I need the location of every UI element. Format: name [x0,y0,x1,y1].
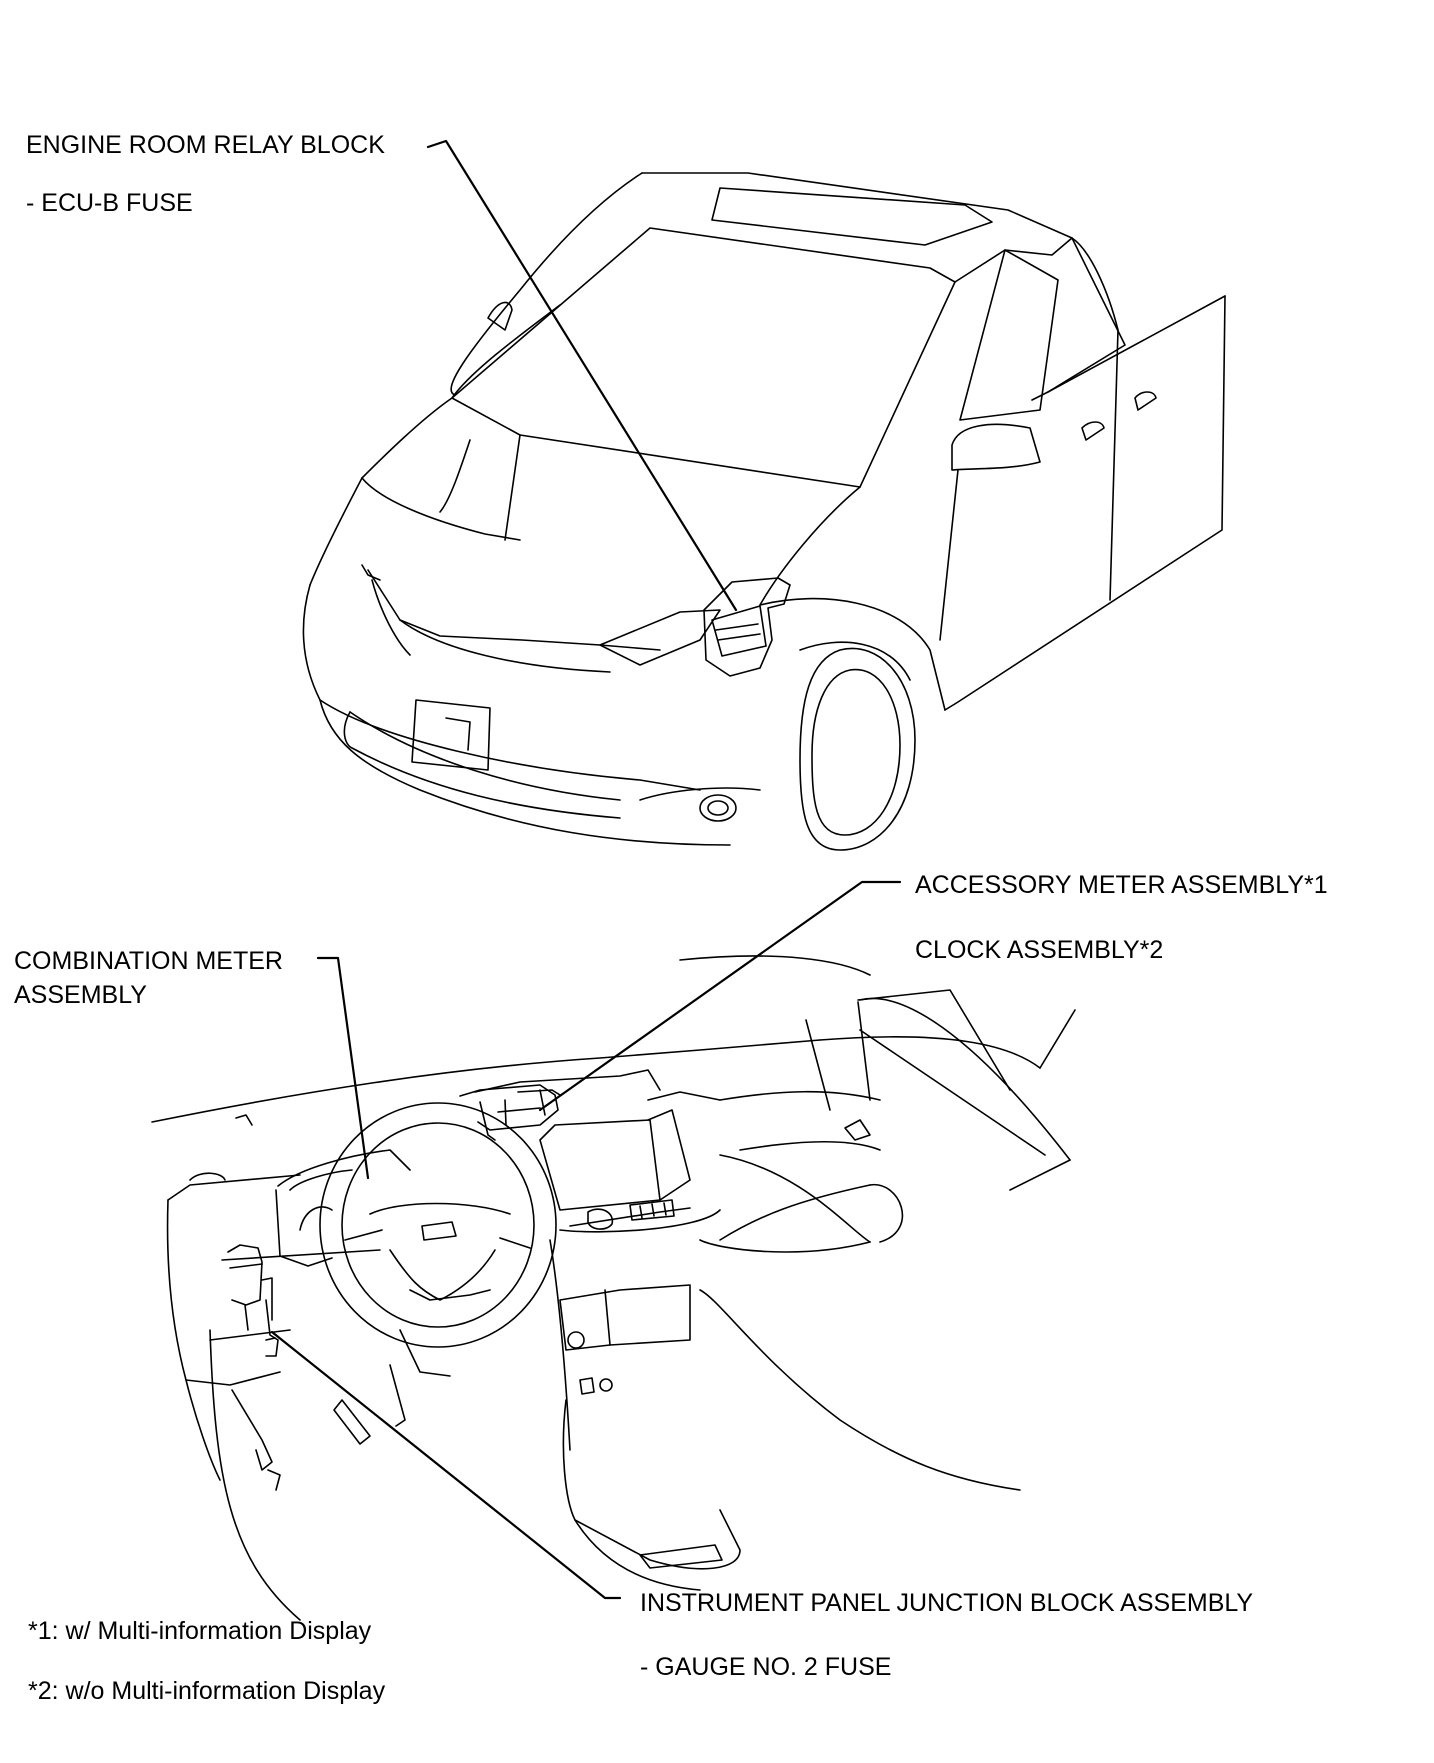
label-engine-room-relay-block: ENGINE ROOM RELAY BLOCK [26,131,385,159]
vehicle-interior-drawing [151,955,1076,1621]
label-instrument-panel-junction-block: INSTRUMENT PANEL JUNCTION BLOCK ASSEMBLY [640,1589,1254,1617]
vehicle-exterior-drawing [302,172,1226,851]
label-gauge-no2-fuse: - GAUGE NO. 2 FUSE [640,1653,892,1681]
footnote-1: *1: w/ Multi-information Display [28,1617,372,1645]
label-accessory-meter-assembly: ACCESSORY METER ASSEMBLY*1 [915,871,1328,899]
label-ecu-b-fuse: - ECU-B FUSE [26,189,193,217]
label-clock-assembly: CLOCK ASSEMBLY*2 [915,936,1164,964]
footnote-2: *2: w/o Multi-information Display [28,1677,386,1705]
label-combination-meter-line2: ASSEMBLY [14,981,147,1009]
label-combination-meter-line1: COMBINATION METER [14,947,283,975]
leader-lines [270,139,902,1600]
